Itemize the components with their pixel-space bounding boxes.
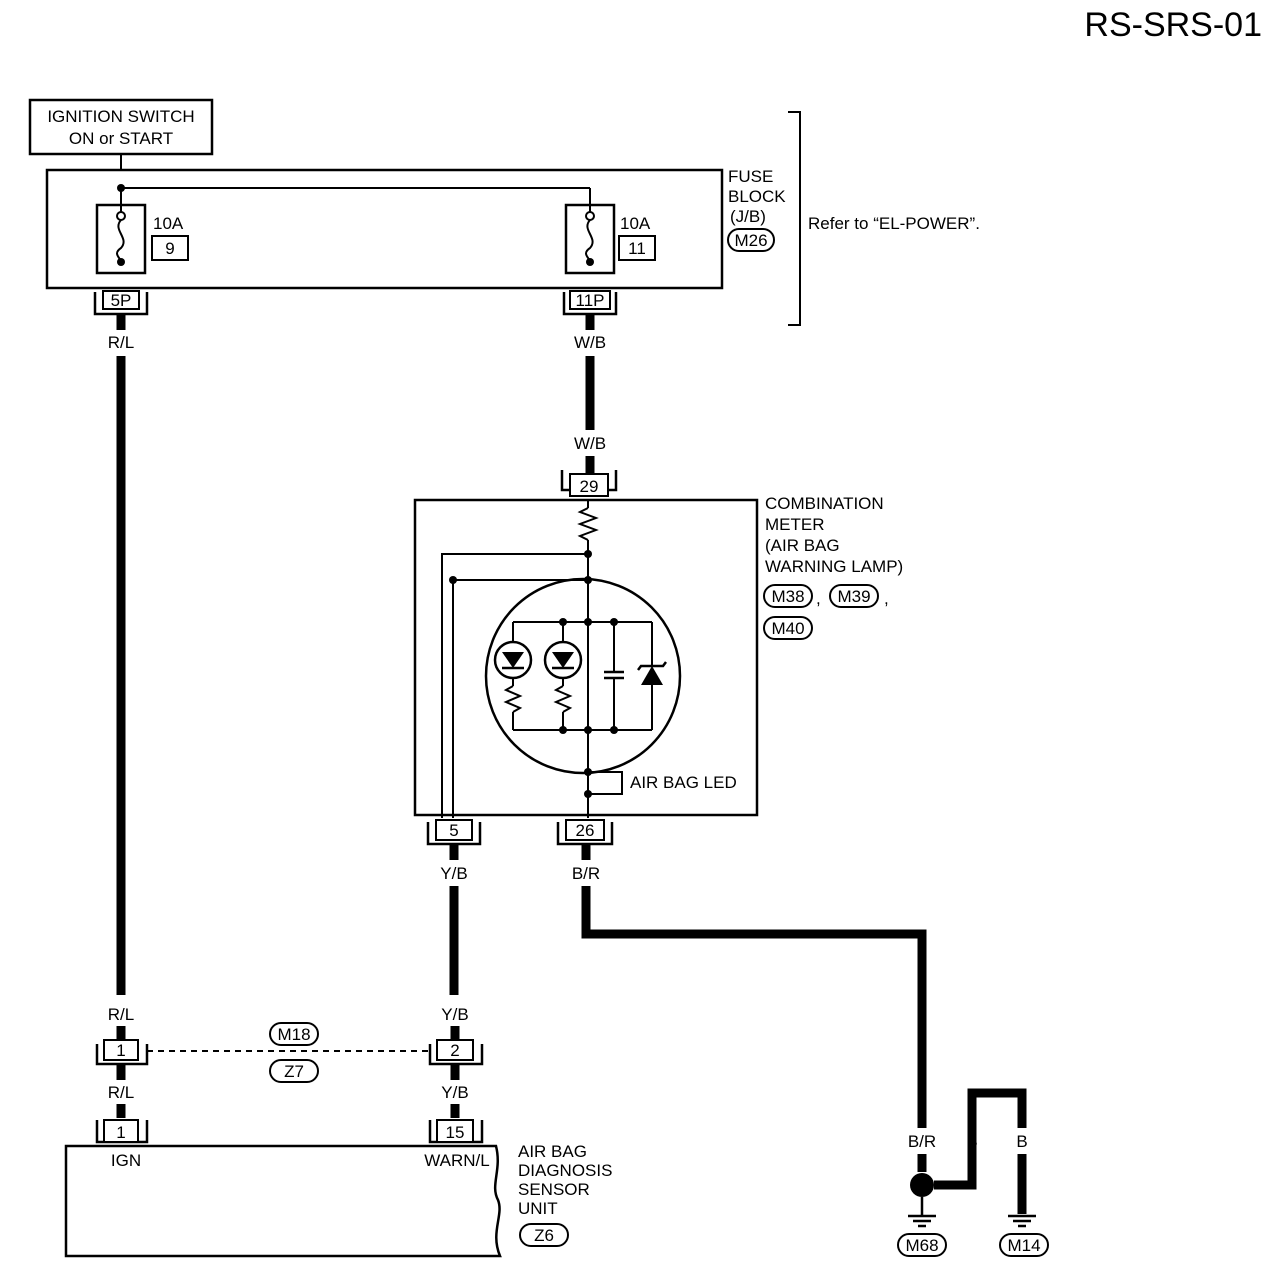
led-1 <box>493 622 533 730</box>
terminal-11p: 11P <box>562 290 618 316</box>
ignition-line1: IGNITION SWITCH <box>47 107 194 126</box>
svg-text:,: , <box>884 589 889 608</box>
ground-joint-wire: B <box>934 1088 1027 1190</box>
refer-bracket: Refer to “EL-POWER”. <box>788 111 980 326</box>
sensor-connector: Z6 <box>534 1226 554 1245</box>
wire-br-main <box>581 886 927 1128</box>
terminal-26: 26 <box>556 819 614 846</box>
joint-code-z7: Z7 <box>284 1062 304 1081</box>
ground-m14-code: M14 <box>1007 1236 1040 1255</box>
meter-connector-3: M40 <box>771 619 804 638</box>
wire-label-yb-low: Y/B <box>441 1083 468 1102</box>
meter-connector-2: M39 <box>837 587 870 606</box>
sensor-pin-1-label: 1 <box>116 1123 125 1142</box>
ignition-line2: ON or START <box>69 129 173 148</box>
sensor-pin-1: 1 <box>95 1119 149 1144</box>
led-2 <box>543 622 583 730</box>
fuse-11-symbol <box>564 203 616 275</box>
sensor-label-3: SENSOR <box>518 1180 590 1199</box>
meter-label-1: COMBINATION <box>765 494 884 513</box>
meter-connector-1: M38 <box>771 587 804 606</box>
joint-pin-2: 2 <box>428 1039 484 1066</box>
ground-m68-code: M68 <box>905 1236 938 1255</box>
capacitor <box>604 622 624 730</box>
joint-pin-1: 1 <box>95 1039 149 1066</box>
ground-m14: B M14 <box>999 1132 1049 1257</box>
meter-label-3: (AIR BAG <box>765 536 840 555</box>
sensor-ign-label: IGN <box>111 1151 141 1170</box>
terminal-5-label: 5 <box>449 821 458 840</box>
ground-m14-wire-label: B <box>1016 1132 1027 1151</box>
terminal-29: 29 <box>560 470 618 497</box>
sensor-label-1: AIR BAG <box>518 1142 587 1161</box>
sensor-label-2: DIAGNOSIS <box>518 1161 612 1180</box>
sensor-pin-15-label: 15 <box>446 1123 465 1142</box>
joint-pin-1-label: 1 <box>116 1041 125 1060</box>
wire-label-rl-top: R/L <box>108 333 134 352</box>
fuse-block-label-2: BLOCK <box>728 187 786 206</box>
joint-code-m18: M18 <box>277 1025 310 1044</box>
ignition-switch: IGNITION SWITCH ON or START <box>28 98 214 156</box>
fuse-9-symbol <box>95 203 147 275</box>
svg-text:,: , <box>816 589 821 608</box>
combination-meter: AIR BAG LED COMBINATION METER (AIR BAG W… <box>413 494 903 818</box>
meter-label-2: METER <box>765 515 825 534</box>
wire-label-br-top: B/R <box>572 864 600 883</box>
fuse-block-label-3: (J/B) <box>730 207 766 226</box>
wire-label-yb-top: Y/B <box>440 864 467 883</box>
ground-m68: B/R M68 <box>897 1132 947 1257</box>
fuse-block: 10A 9 10A 11 FUSE BLOCK (J/B) M26 <box>45 154 786 290</box>
terminal-26-label: 26 <box>576 821 595 840</box>
meter-label-4: WARNING LAMP) <box>765 557 903 576</box>
sensor-warn-label: WARN/L <box>424 1151 490 1170</box>
ground-m68-wire-label: B/R <box>908 1132 936 1151</box>
ground-joint-wire-label: B <box>966 1132 977 1151</box>
fuse-9-rating: 10A <box>153 214 184 233</box>
fuse-block-connector: M26 <box>734 231 767 250</box>
joint-pin-2-label: 2 <box>450 1041 459 1060</box>
wire-label-wb-top: W/B <box>574 333 606 352</box>
terminal-5p: 5P <box>93 290 149 316</box>
wire-label-rl-low: R/L <box>108 1083 134 1102</box>
terminal-5: 5 <box>426 819 482 846</box>
wire-label-rl-mid: R/L <box>108 1005 134 1024</box>
fuse-11-rating: 10A <box>620 214 651 233</box>
air-bag-led-label: AIR BAG LED <box>630 773 737 792</box>
wire-label-yb-mid: Y/B <box>441 1005 468 1024</box>
fuse-block-label-1: FUSE <box>728 167 773 186</box>
wire-label-wb-lower: W/B <box>574 434 606 453</box>
fuse-11-number: 11 <box>628 239 646 258</box>
page-id: RS-SRS-01 <box>1084 6 1262 44</box>
terminal-5p-label: 5P <box>111 291 132 310</box>
fuse-9-number: 9 <box>165 239 174 258</box>
refer-note: Refer to “EL-POWER”. <box>808 214 980 233</box>
terminal-29-label: 29 <box>580 477 599 496</box>
terminal-11p-label: 11P <box>576 291 605 310</box>
sensor-label-4: UNIT <box>518 1199 558 1218</box>
zener-diode <box>637 622 667 730</box>
warning-lamp-circle <box>484 577 682 775</box>
air-bag-sensor-unit: IGN WARN/L AIR BAG DIAGNOSIS SENSOR UNIT… <box>64 1142 612 1258</box>
sensor-pin-15: 15 <box>428 1119 484 1144</box>
